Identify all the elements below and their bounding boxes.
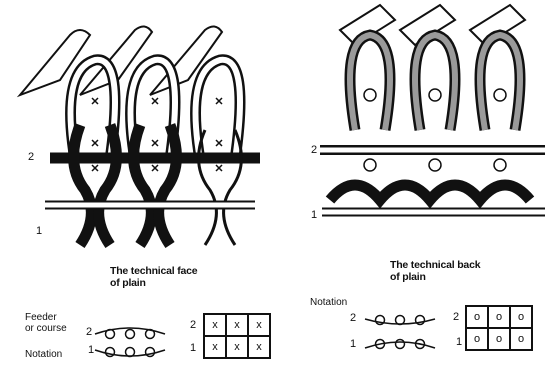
face-caption-line2: of plain — [110, 278, 146, 289]
face-grid-cell: x — [248, 314, 270, 336]
face-needles — [20, 26, 222, 95]
face-caption-line1: The technical face — [110, 266, 197, 277]
face-course-label-1: 1 — [36, 226, 42, 237]
face-grid-cell: x — [204, 336, 226, 358]
back-notation-label: Notation — [310, 297, 347, 308]
back-course-label-2: 2 — [311, 145, 317, 156]
back-caption-line1: The technical back — [390, 260, 480, 271]
back-grid-cell: o — [466, 306, 488, 328]
back-course-label-1: 1 — [311, 210, 317, 221]
back-course-1-black — [330, 185, 530, 200]
back-grid-row-1: 1 — [456, 337, 462, 348]
face-grid-cell: x — [204, 314, 226, 336]
back-notation-row-2: 2 — [350, 313, 356, 324]
face-notation-label: Notation — [25, 349, 62, 360]
back-notation — [365, 316, 435, 349]
face-notation — [95, 328, 165, 357]
back-grid-row-2: 2 — [453, 312, 459, 323]
back-grid-cell: o — [488, 306, 510, 328]
back-notation-row-1: 1 — [350, 339, 356, 350]
back-caption-line2: of plain — [390, 272, 426, 283]
back-grid-cell: o — [510, 328, 532, 350]
back-grid-cell: o — [510, 306, 532, 328]
back-grid-cell: o — [488, 328, 510, 350]
face-notation-row-2: 2 — [86, 327, 92, 338]
face-notation-grid: x x x x x x — [203, 313, 271, 359]
face-grid-row-1: 1 — [190, 343, 196, 354]
back-notation-grid: o o o o o o — [465, 305, 533, 351]
face-grid-cell: x — [226, 314, 248, 336]
face-notation-row-1: 1 — [88, 345, 94, 356]
face-grid-row-2: 2 — [190, 320, 196, 331]
face-grid-cell: x — [226, 336, 248, 358]
back-loops-top — [350, 35, 520, 130]
feeder-label-line2: or course — [25, 323, 67, 334]
face-grid-cell: x — [248, 336, 270, 358]
back-grid-cell: o — [466, 328, 488, 350]
feeder-label-line1: Feeder — [25, 312, 57, 323]
face-course-label-2: 2 — [28, 152, 34, 163]
